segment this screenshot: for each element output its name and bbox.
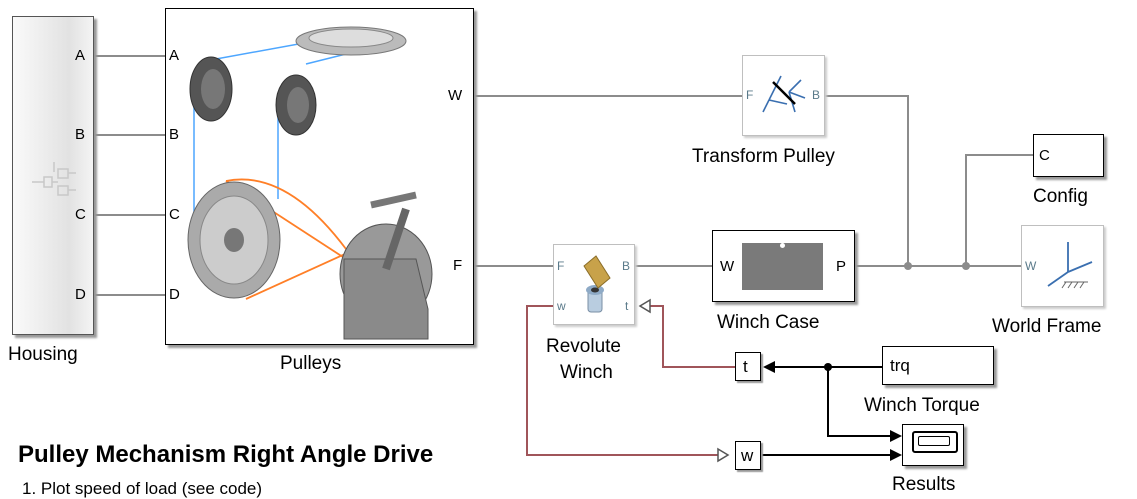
revolute-winch-label-line2: Winch xyxy=(560,362,613,383)
revolute-port-f: F xyxy=(557,259,565,273)
pulleys-port-w: W xyxy=(448,87,463,104)
pulleys-port-d: D xyxy=(169,286,180,303)
transform-pulley-block[interactable]: F B xyxy=(742,55,825,136)
housing-port-a: A xyxy=(75,47,86,64)
revolute-port-b: B xyxy=(622,259,631,273)
housing-block[interactable] xyxy=(12,16,94,335)
config-label: Config xyxy=(1033,186,1088,207)
results-scope-block[interactable] xyxy=(902,424,964,466)
winch-case-icon xyxy=(742,243,823,290)
revolute-joint-icon xyxy=(583,255,611,313)
goto-t-block[interactable]: t xyxy=(735,352,761,381)
revolute-winch-label-line1: Revolute xyxy=(546,336,621,357)
goto-w-block[interactable]: w xyxy=(735,441,761,470)
results-label: Results xyxy=(892,474,956,495)
pulleys-block[interactable] xyxy=(165,8,474,345)
model-note[interactable]: 1. Plot speed of load (see code) xyxy=(22,479,263,498)
revolute-port-w: w xyxy=(557,299,566,313)
subsystem-icon xyxy=(32,162,76,196)
winch-case-block[interactable]: W P xyxy=(712,230,855,302)
pulleys-label: Pulleys xyxy=(280,353,342,374)
scope-screen-icon xyxy=(912,431,958,453)
world-frame-block[interactable]: W xyxy=(1021,225,1104,307)
pulleys-port-f: F xyxy=(453,257,463,274)
pulley-mechanism-image xyxy=(187,26,433,340)
transform-port-b: B xyxy=(812,88,821,102)
winch-case-port-w: W xyxy=(720,258,735,275)
winch-torque-value: trq xyxy=(890,356,910,375)
housing-label: Housing xyxy=(8,344,78,365)
world-frame-port-w: W xyxy=(1025,259,1037,273)
transform-icon xyxy=(762,75,806,113)
transform-port-f: F xyxy=(746,88,754,102)
config-port-c: C xyxy=(1039,147,1050,164)
model-title: Pulley Mechanism Right Angle Drive xyxy=(18,441,434,468)
world-frame-icon xyxy=(1047,242,1093,289)
pulleys-port-c: C xyxy=(169,206,180,223)
winch-torque-label: Winch Torque xyxy=(864,395,980,416)
winch-case-label: Winch Case xyxy=(717,312,820,333)
pulleys-port-b: B xyxy=(169,126,180,143)
housing-port-c: C xyxy=(75,206,86,223)
winch-case-port-p: P xyxy=(836,258,847,275)
world-frame-label: World Frame xyxy=(992,316,1102,337)
revolute-winch-block[interactable]: F B w t xyxy=(553,244,635,325)
revolute-port-t: t xyxy=(625,299,629,313)
transform-pulley-label: Transform Pulley xyxy=(692,146,835,167)
housing-port-d: D xyxy=(75,286,86,303)
pulleys-port-a: A xyxy=(169,47,180,64)
winch-torque-block[interactable]: trq xyxy=(882,346,994,385)
goto-w-label: w xyxy=(741,446,754,465)
housing-port-b: B xyxy=(75,126,86,143)
goto-t-label: t xyxy=(743,357,748,376)
config-block[interactable]: C xyxy=(1033,134,1104,177)
